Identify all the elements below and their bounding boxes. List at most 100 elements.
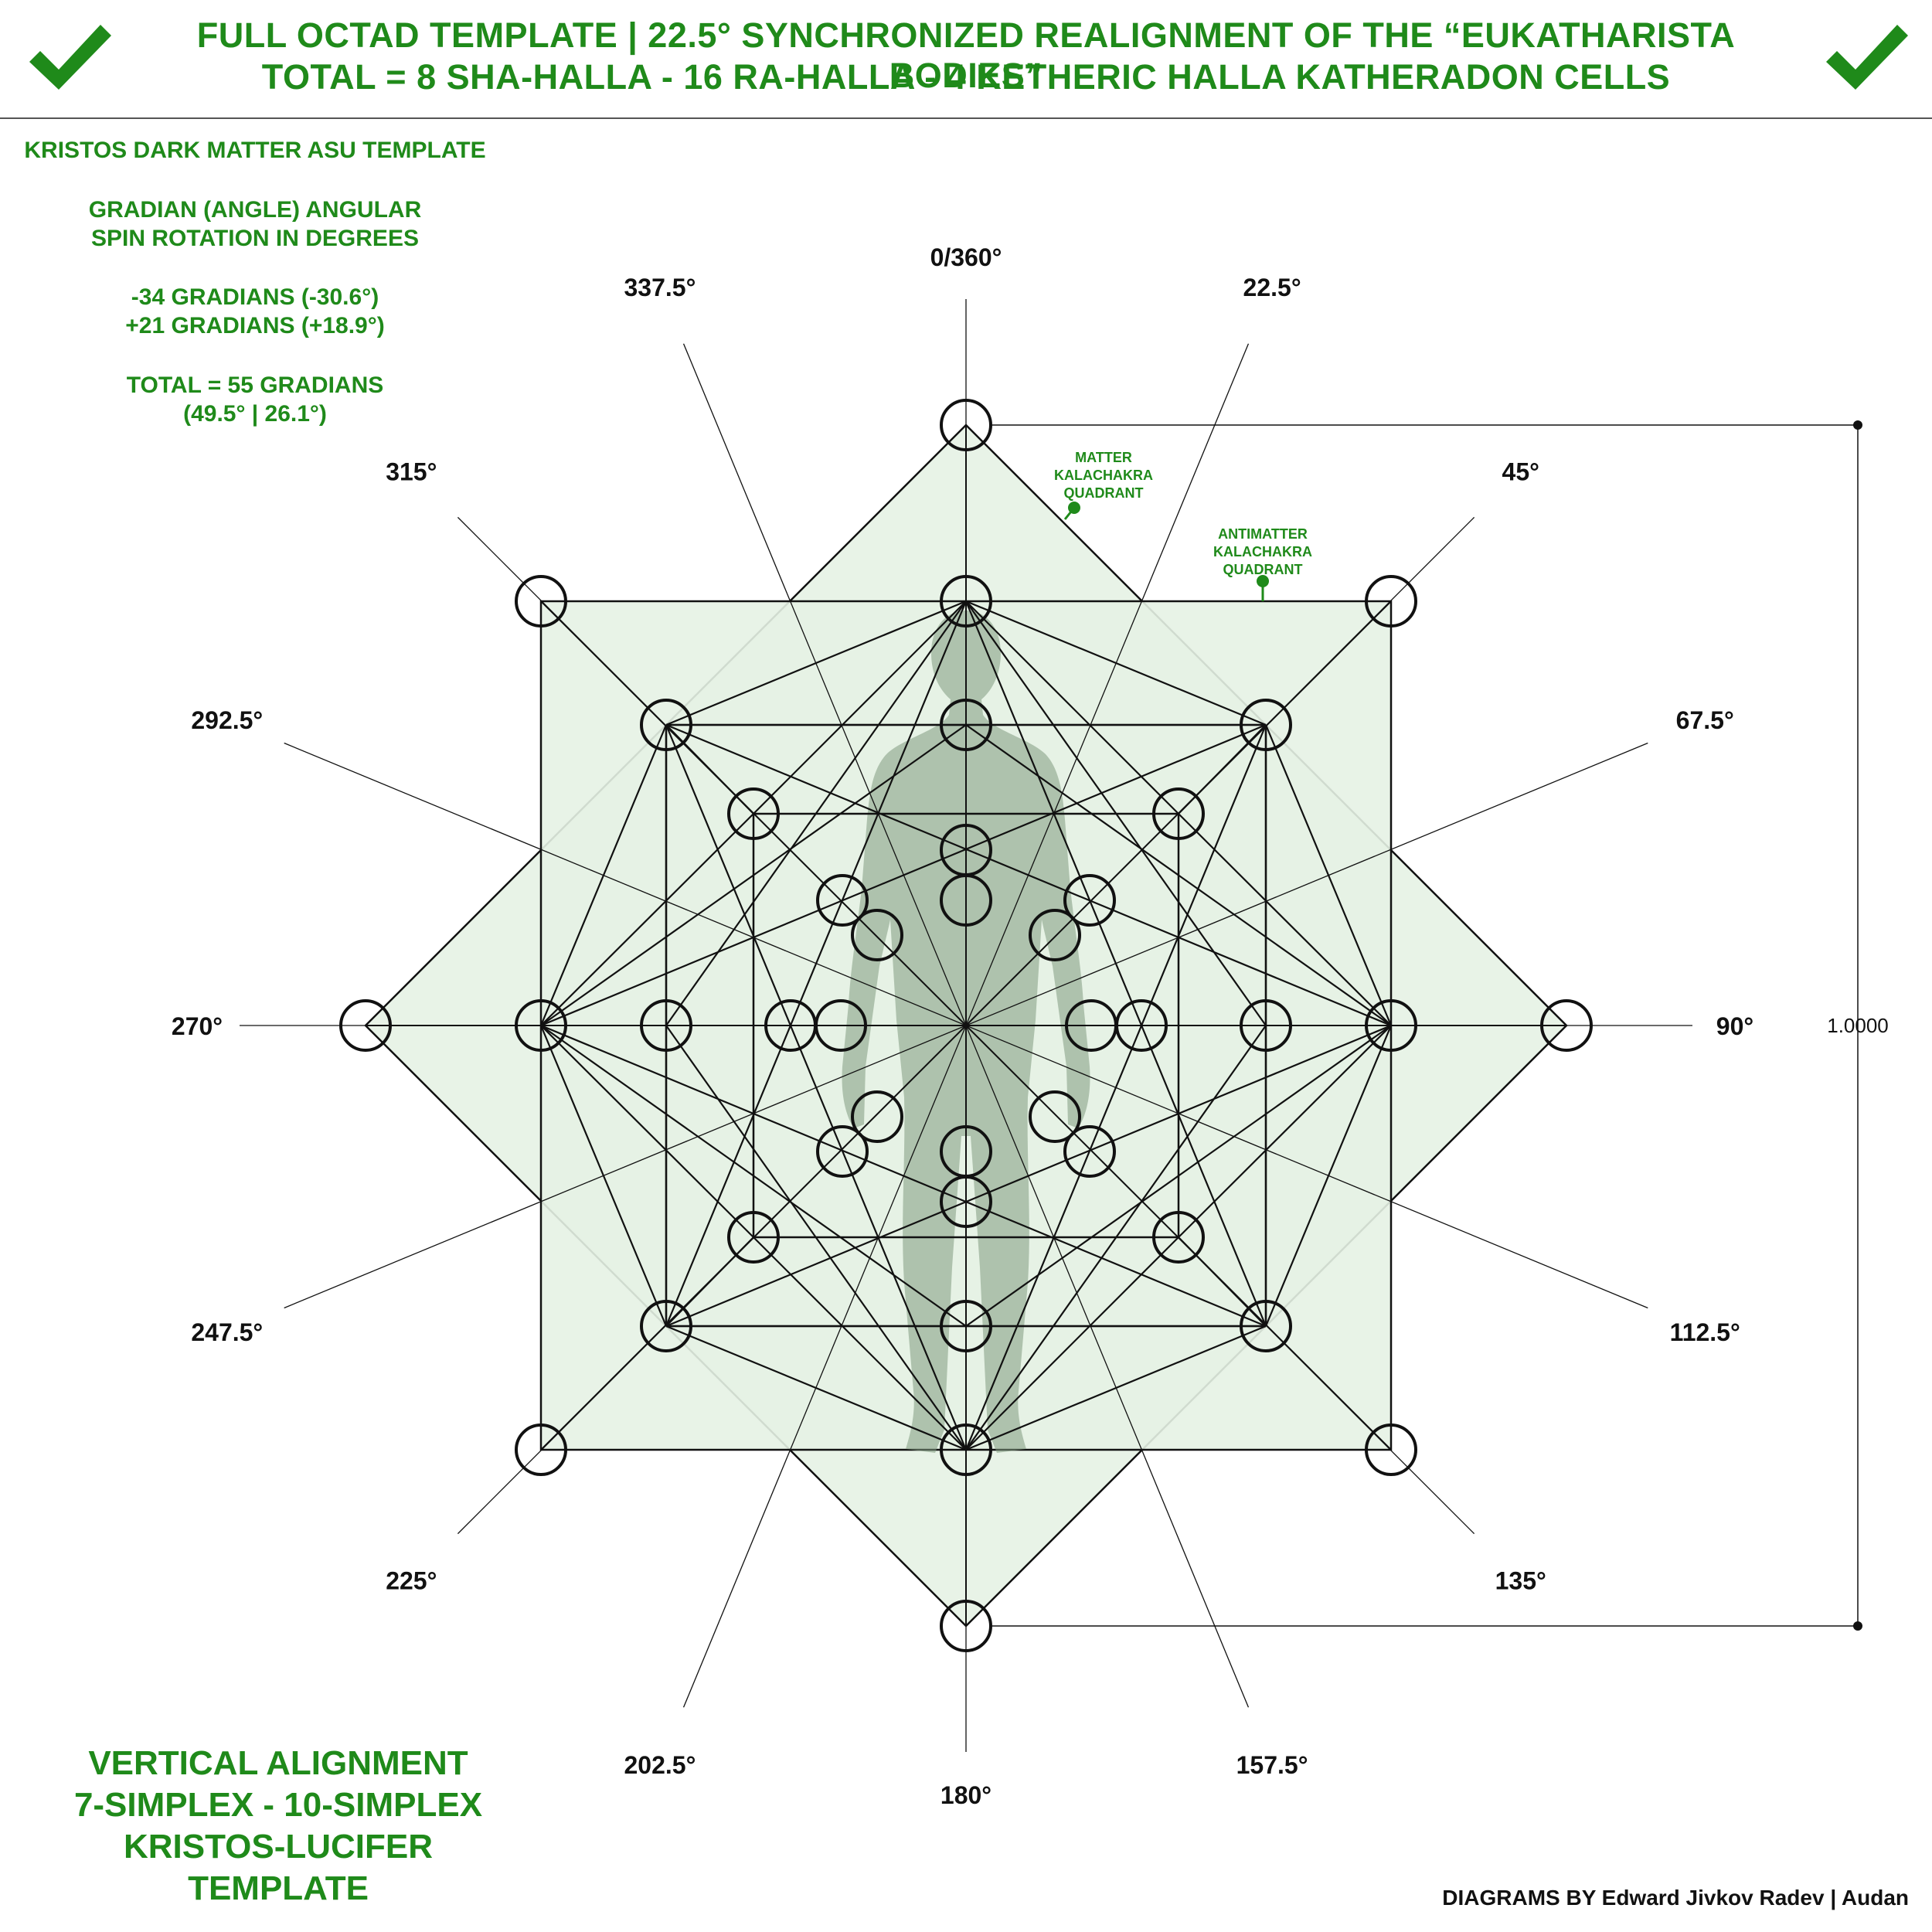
header: FULL OCTAD TEMPLATE | 22.5° SYNCHRONIZED… <box>0 0 1932 119</box>
node-circle <box>1029 1090 1081 1143</box>
spin-positive-label: +21 GRADIANS (+18.9°) <box>125 313 385 338</box>
total-gradians-label: TOTAL = 55 GRADIANS <box>126 372 384 398</box>
node-circle <box>940 699 992 751</box>
dimension-dot <box>1853 1621 1862 1631</box>
dimension-label: 1.0000 <box>1827 1014 1889 1037</box>
node-circle <box>1152 1211 1205 1264</box>
quadrant-annotation-text: MATTER <box>1075 450 1132 465</box>
quadrant-annotations: MATTERKALACHAKRAQUADRANTANTIMATTERKALACH… <box>1054 450 1312 601</box>
node-circle <box>1240 1300 1292 1352</box>
checkmark-icon <box>1826 25 1908 90</box>
geometry-line <box>665 600 967 726</box>
gradian-label-line2: SPIN ROTATION IN DEGREES <box>91 226 419 251</box>
node-circle <box>1063 874 1116 927</box>
node-circle <box>1365 1423 1417 1476</box>
total-degrees-label: (49.5° | 26.1°) <box>183 401 327 427</box>
spin-negative-label: -34 GRADIANS (-30.6°) <box>131 284 379 310</box>
geometry-line <box>665 1325 967 1451</box>
node-circle <box>1365 575 1417 628</box>
geometry-line <box>1178 1236 1267 1327</box>
angle-label: 45° <box>1502 457 1539 485</box>
node-circle <box>940 1175 992 1228</box>
geometry-line <box>1178 813 1392 1026</box>
angle-labels: 0/360°22.5°45°67.5°90°112.5°135°157.5°18… <box>172 243 1753 1809</box>
title-line-2: TOTAL = 8 SHA-HALLA - 16 RA-HALLA - 4 KE… <box>261 57 1671 97</box>
angle-ray <box>965 1025 1250 1708</box>
angle-label: 270° <box>172 1012 223 1040</box>
geometry-line <box>965 1025 1267 1451</box>
geometry-line <box>540 1025 754 1238</box>
node-circle <box>851 909 903 961</box>
geometry-line <box>539 1025 668 1327</box>
geometry-line <box>665 1025 967 1451</box>
geometry-line <box>665 1024 1392 1328</box>
quadrant-annotation-text: KALACHAKRA <box>1213 544 1312 560</box>
angle-ray <box>284 742 967 1026</box>
geometry-line <box>665 723 1392 1027</box>
node-circle <box>640 999 692 1052</box>
node-circle <box>1063 1125 1116 1178</box>
geometry-line <box>753 600 967 815</box>
geometry-line <box>1264 724 1393 1026</box>
title-line-1: FULL OCTAD TEMPLATE | 22.5° SYNCHRONIZED… <box>196 15 1736 95</box>
quadrant-annotation-text: QUADRANT <box>1064 485 1144 501</box>
geometry-line <box>665 724 968 1451</box>
credit-label: DIAGRAMS BY Edward Jivkov Radev | Audan <box>1442 1886 1909 1910</box>
angle-label: 180° <box>940 1781 992 1809</box>
template-label: KRISTOS-LUCIFER TEMPLATE <box>123 1828 434 1907</box>
geometry-line <box>964 600 1267 1327</box>
node-circle <box>515 1423 567 1476</box>
geometry-line <box>965 600 1179 815</box>
geometry-line <box>965 1236 1179 1451</box>
dimension-dot <box>1853 420 1862 430</box>
angle-ray <box>965 742 1648 1026</box>
simplex-label: 7-SIMPLEX - 10-SIMPLEX <box>73 1786 483 1824</box>
angle-label: 202.5° <box>624 1751 696 1779</box>
angle-ray <box>682 1025 967 1708</box>
geometry-line <box>540 723 1267 1027</box>
quadrant-annotation-text: QUADRANT <box>1223 562 1303 577</box>
node-circle <box>940 1300 992 1352</box>
node-circle <box>851 1090 903 1143</box>
node-circle <box>727 1211 780 1264</box>
geometry-line <box>1264 1025 1393 1327</box>
node-circle <box>1540 999 1593 1052</box>
geometry-line <box>1178 724 1267 815</box>
node-circle <box>1240 699 1292 751</box>
angle-label: 135° <box>1495 1567 1546 1595</box>
node-circle <box>640 699 692 751</box>
geometry-line <box>965 600 1267 1026</box>
geometry-line <box>753 1236 967 1451</box>
node-circle <box>339 999 392 1052</box>
dimension-line: 1.0000 <box>991 420 1889 1631</box>
angle-label: 292.5° <box>191 706 263 734</box>
angle-ray <box>965 1025 1648 1309</box>
node-circles <box>339 399 1593 1652</box>
geometry-line <box>964 724 1267 1451</box>
geometry-line <box>1178 1025 1392 1238</box>
checkmark-icon <box>29 25 111 90</box>
template-name-label: KRISTOS DARK MATTER ASU TEMPLATE <box>24 138 486 163</box>
angle-label: 247.5° <box>191 1318 263 1346</box>
node-circle <box>940 575 992 628</box>
angle-label: 315° <box>386 457 437 485</box>
geometry-line <box>540 724 967 1026</box>
geometry-line <box>665 600 967 1026</box>
angle-ray <box>965 343 1250 1026</box>
node-circle <box>515 575 567 628</box>
node-circle <box>940 874 992 927</box>
angle-label: 90° <box>1716 1012 1753 1040</box>
node-circle <box>727 787 780 840</box>
geometry-line <box>965 600 1267 726</box>
node-circle <box>1115 999 1168 1052</box>
node-circle <box>815 999 867 1052</box>
angle-ray <box>284 1025 967 1309</box>
annotation-leader <box>1063 507 1076 520</box>
angle-label: 112.5° <box>1670 1318 1740 1346</box>
geometry-line <box>665 724 754 815</box>
angle-label: 22.5° <box>1243 274 1301 301</box>
geometry-line <box>539 724 668 1026</box>
geometry-line <box>965 724 1392 1026</box>
node-circle <box>515 999 567 1052</box>
